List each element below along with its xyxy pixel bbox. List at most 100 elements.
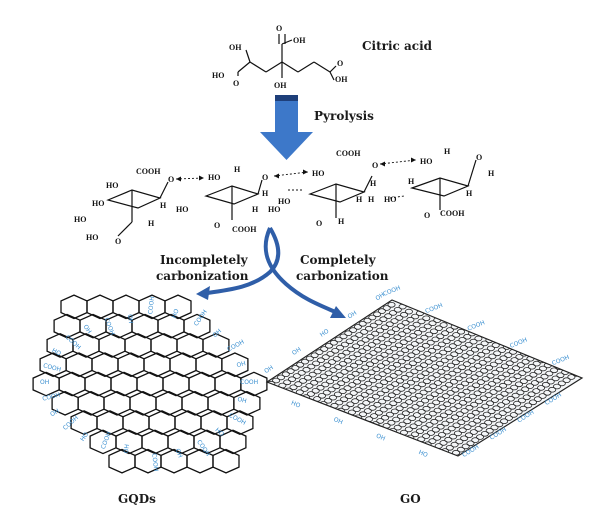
go-lattice-cell [379, 316, 388, 323]
go-lattice-cell [351, 370, 360, 377]
go-lattice-cell [446, 417, 455, 424]
go-lattice-cell [305, 383, 314, 389]
go-lattice-cell [402, 328, 411, 334]
go-lattice-cell [305, 355, 314, 362]
go-lattice-cell [316, 357, 325, 364]
chem-label: O [168, 175, 174, 184]
go-lattice-cell [436, 423, 445, 430]
go-lattice-cell [403, 418, 412, 425]
go-lattice-cell [450, 414, 459, 421]
go-lattice-cell [503, 407, 512, 413]
go-lattice-cell [387, 419, 396, 426]
go-lattice-cell [513, 400, 522, 407]
chem-label: HO [278, 197, 290, 206]
go-lattice-cell [522, 394, 531, 401]
go-lattice-cell [456, 446, 465, 453]
go-lattice-cell [514, 408, 523, 415]
go-lattice-cell [504, 415, 513, 421]
gqd-hexagon [219, 429, 247, 455]
go-lattice-cell [453, 340, 462, 346]
go-lattice-cell [521, 386, 530, 393]
go-lattice-cell [438, 404, 447, 411]
go-lattice-cell [315, 349, 324, 355]
go-lattice-cell [484, 392, 493, 398]
go-lattice-cell [327, 386, 336, 393]
go-functional-group: OH [291, 346, 303, 357]
go-lattice-cell [422, 405, 431, 412]
go-lattice-cell [404, 426, 413, 433]
go-lattice-cell [484, 419, 493, 426]
go-lattice-cell [446, 362, 455, 369]
go-lattice-cell [335, 399, 344, 406]
go-lattice-cell [341, 404, 350, 411]
go-lattice-cell [307, 363, 316, 370]
go-lattice-cell [378, 343, 387, 350]
go-lattice-cell [452, 332, 461, 338]
go-lattice-cell [480, 430, 489, 437]
go-lattice-cell [516, 362, 525, 368]
go-lattice-cell [441, 330, 450, 336]
go-lattice-cell [404, 363, 413, 370]
go-lattice-cell [469, 366, 478, 372]
go-lattice-cell [534, 368, 543, 375]
go-functional-group: COOH [551, 354, 570, 367]
go-lattice-cell [462, 416, 471, 422]
go-lattice-cell [385, 411, 394, 418]
go-lattice-cell [492, 377, 501, 384]
go-lattice-cell [365, 416, 374, 422]
go-lattice-cell [439, 349, 448, 356]
go-lattice-cell [300, 358, 309, 365]
go-lattice-cell [422, 433, 431, 439]
go-lattice-cell [387, 301, 396, 308]
go-lattice-cell [489, 361, 498, 368]
go-lattice-cell [383, 368, 392, 374]
go-lattice-cell [486, 345, 495, 352]
gqd-functional-group: COOH [195, 439, 211, 458]
go-lattice-cell [387, 392, 396, 399]
chem-label: H [370, 179, 377, 188]
go-lattice-cell [505, 360, 514, 367]
go-lattice-cell [386, 356, 395, 363]
go-lattice-cell [319, 373, 328, 380]
go-lattice-cell [524, 402, 533, 409]
go-lattice-cell [311, 387, 320, 394]
go-lattice-cell [449, 378, 458, 385]
go-lattice-cell [386, 384, 395, 390]
gqd-hexagon [183, 313, 211, 339]
go-lattice-cell [402, 355, 411, 362]
go-lattice-cell [395, 377, 404, 384]
go-lattice-cell [405, 371, 414, 378]
go-lattice-cell [323, 362, 332, 369]
go-lattice-cell [470, 374, 479, 381]
go-lattice-cell [352, 406, 361, 413]
go-lattice-cell [543, 389, 552, 396]
go-lattice-cell [392, 361, 401, 368]
go-lattice-cell [495, 421, 504, 428]
go-lattice-cell [291, 365, 300, 371]
go-lattice-cell [398, 331, 407, 337]
go-lattice-cell [345, 338, 354, 345]
gqd-functional-group: HO [79, 431, 90, 443]
go-lattice-cell [423, 350, 432, 357]
go-lattice-cell [358, 320, 367, 327]
go-lattice-cell [483, 384, 492, 390]
go-lattice-cell [481, 376, 490, 382]
chem-label: H [408, 177, 415, 186]
go-lattice-cell [479, 422, 488, 429]
go-lattice-cell [455, 348, 464, 354]
go-lattice-cell [370, 358, 379, 364]
go-lattice-cell [512, 365, 521, 371]
go-lattice-cell [355, 332, 364, 338]
go-functional-group: HO [319, 328, 331, 339]
go-lattice-cell [350, 335, 359, 342]
go-lattice-cell [437, 431, 446, 438]
go-lattice-cell [401, 410, 410, 417]
go-lattice-cell [466, 350, 475, 356]
go-lattice-cell [548, 386, 557, 393]
go-lattice-cell [462, 388, 471, 395]
go-lattice-cell [461, 353, 470, 359]
go-lattice-cell [473, 363, 482, 369]
go-lattice-cell [347, 409, 356, 416]
go-lattice [267, 301, 581, 456]
go-lattice-cell [339, 333, 348, 340]
